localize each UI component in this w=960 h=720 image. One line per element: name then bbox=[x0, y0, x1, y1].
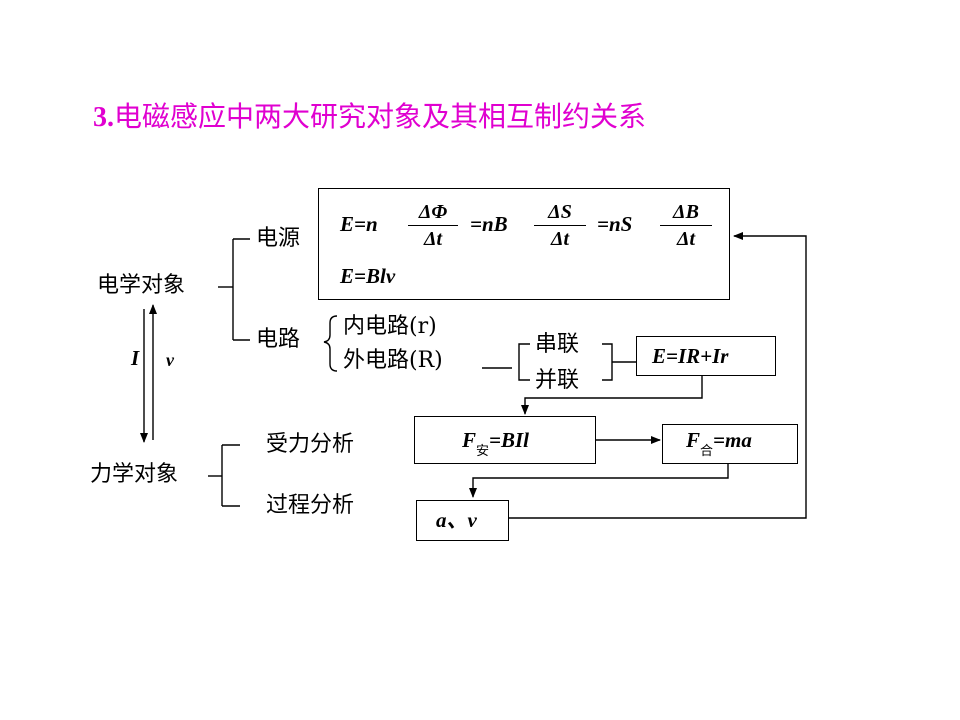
page-title: 3.电磁感应中两大研究对象及其相互制约关系 bbox=[93, 103, 646, 132]
series-label: 串联 bbox=[535, 332, 580, 357]
arrow-feedback-loop bbox=[509, 232, 807, 519]
fraction-field-num: ΔB bbox=[673, 201, 699, 223]
bracket-series-parallel-right bbox=[602, 343, 613, 381]
result-box bbox=[416, 500, 509, 541]
net-force-box bbox=[662, 424, 798, 464]
source-eq-lhs: E=n bbox=[340, 212, 378, 236]
arrow-formula-to-force bbox=[521, 376, 703, 415]
fraction-area-den: Δt bbox=[550, 228, 570, 250]
electrical-object-label: 电学对象 bbox=[97, 273, 186, 298]
mechanical-object-label: 力学对象 bbox=[90, 462, 179, 487]
circuit-formula: E=IR+Ir bbox=[652, 344, 729, 368]
circuit-formula-box bbox=[636, 336, 776, 376]
ampere-force-box bbox=[414, 416, 596, 464]
title-text: 电磁感应中两大研究对象及其相互制约关系 bbox=[114, 100, 647, 133]
source-formula-box bbox=[318, 188, 730, 300]
source-label: 电源 bbox=[256, 226, 301, 251]
title-number: 3. bbox=[93, 102, 114, 133]
ampere-force-rest: =BIl bbox=[489, 428, 530, 452]
result-label: a、v bbox=[436, 508, 477, 532]
ampere-force-symbol: F bbox=[462, 428, 477, 452]
force-analysis-label: 受力分析 bbox=[266, 432, 355, 457]
fraction-flux: ΔΦ Δt bbox=[408, 200, 458, 251]
parallel-label: 并联 bbox=[535, 368, 580, 393]
fraction-area-num: ΔS bbox=[548, 201, 572, 223]
process-analysis-label: 过程分析 bbox=[266, 493, 355, 518]
fraction-area: ΔS Δt bbox=[534, 200, 586, 251]
ampere-force-formula: F安=BIl bbox=[462, 428, 530, 459]
inner-circuit-label: 内电路(r) bbox=[343, 314, 437, 339]
ampere-force-subscript: 安 bbox=[476, 444, 490, 459]
circuit-label: 电路 bbox=[256, 327, 301, 352]
net-force-subscript: 合 bbox=[700, 444, 714, 459]
source-eq-mid2: =nS bbox=[597, 212, 633, 236]
arrow-net-to-result bbox=[469, 463, 729, 498]
net-force-formula: F合=ma bbox=[686, 428, 752, 459]
outer-circuit-label: 外电路(R) bbox=[343, 348, 443, 373]
fraction-flux-num: ΔΦ bbox=[418, 201, 448, 223]
circuit-curly-brace bbox=[323, 315, 338, 372]
fraction-field-den: Δt bbox=[676, 228, 696, 250]
current-label: I bbox=[131, 346, 140, 370]
bracket-series-parallel-left bbox=[518, 343, 530, 381]
velocity-label: v bbox=[166, 350, 174, 370]
fraction-field: ΔB Δt bbox=[660, 200, 712, 251]
net-force-symbol: F bbox=[686, 428, 701, 452]
source-eq-motional: E=Blv bbox=[340, 264, 396, 288]
net-force-rest: =ma bbox=[713, 428, 752, 452]
fraction-flux-den: Δt bbox=[423, 228, 443, 250]
source-eq-mid1: =nB bbox=[470, 212, 508, 236]
